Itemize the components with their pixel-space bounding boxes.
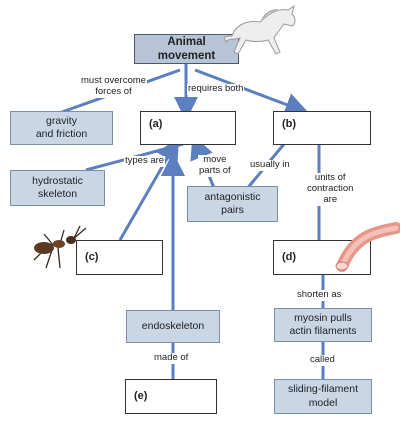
box-sliding-filament-model[interactable]: sliding-filament model — [274, 379, 372, 414]
box-c-blank[interactable]: (c) — [76, 240, 163, 275]
label-called: called — [309, 354, 336, 366]
label-move-parts-of: move parts of — [198, 154, 232, 177]
box-hydrostatic-skeleton[interactable]: hydrostatic skeleton — [10, 170, 105, 206]
horse-illustration — [223, 4, 296, 55]
box-endoskeleton[interactable]: endoskeleton — [126, 310, 220, 343]
muscle-fiber-illustration — [335, 222, 400, 272]
label-must-overcome: must overcome forces of — [80, 75, 147, 98]
box-gravity-and-friction[interactable]: gravity and friction — [10, 111, 113, 145]
title-animal-movement[interactable]: Animal movement — [134, 34, 239, 64]
box-myosin-pulls-actin[interactable]: myosin pulls actin filaments — [274, 308, 372, 342]
label-units-of-contraction: units of contraction are — [306, 172, 355, 206]
label-usually-in: usually in — [249, 159, 291, 171]
box-a-blank[interactable]: (a) — [140, 111, 236, 145]
connector-to-b — [194, 68, 310, 116]
label-shorten-as: shorten as — [296, 289, 343, 301]
box-b-blank[interactable]: (b) — [273, 111, 371, 145]
ant-illustration — [33, 225, 87, 269]
label-made-of: made of — [153, 352, 190, 364]
label-types-are: types are — [124, 155, 166, 167]
box-antagonistic-pairs[interactable]: antagonistic pairs — [187, 186, 278, 222]
box-e-blank[interactable]: (e) — [125, 379, 217, 414]
label-requires-both: requires both — [187, 83, 245, 95]
